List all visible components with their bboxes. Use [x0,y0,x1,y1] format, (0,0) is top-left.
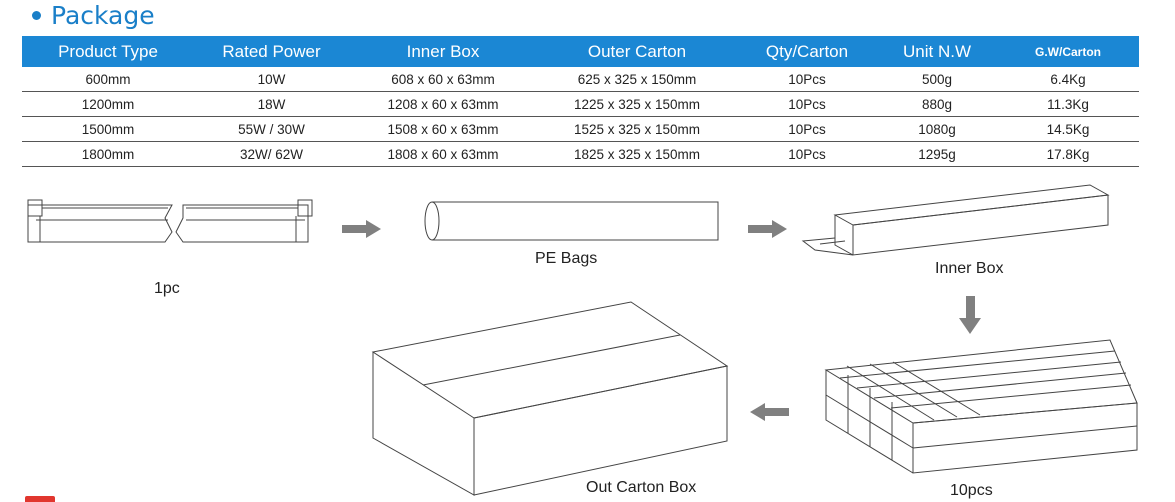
package-spec-table: Product Type Rated Power Inner Box Outer… [22,36,1139,167]
section-heading: Package [32,0,155,30]
table-row: 1500mm 55W / 30W 1508 x 60 x 63mm 1525 x… [22,116,1139,142]
table-cell: 14.5Kg [997,116,1139,142]
table-cell: 11.3Kg [997,91,1139,117]
inner-box-label: Inner Box [935,260,1004,277]
bullet-icon [32,10,41,20]
pe-bags-label: PE Bags [535,250,598,267]
table-cell: 18W [194,91,349,117]
table-cell: 1080g [877,116,997,142]
table-cell: 1295g [877,141,997,167]
table-cell: 10Pcs [737,67,877,92]
table-cell: 1800mm [22,141,194,167]
column-header: Rated Power [194,36,349,67]
arrow-left-icon [750,403,789,421]
table-cell: 1808 x 60 x 63mm [349,141,537,167]
table-cell: 6.4Kg [997,67,1139,92]
column-header: Outer Carton [537,36,737,67]
table-cell: 10Pcs [737,141,877,167]
table-header-row: Product Type Rated Power Inner Box Outer… [22,36,1139,67]
pe-bag-icon [424,201,719,241]
table-row: 1800mm 32W/ 62W 1808 x 60 x 63mm 1825 x … [22,141,1139,167]
table-cell: 1525 x 325 x 150mm [537,116,737,142]
table-cell: 17.8Kg [997,141,1139,167]
arrow-down-icon [959,296,981,334]
table-cell: 600mm [22,67,194,92]
table-cell: 1508 x 60 x 63mm [349,116,537,142]
column-header: Product Type [22,36,194,67]
table-cell: 1225 x 325 x 150mm [537,91,737,117]
column-header: Inner Box [349,36,537,67]
table-cell: 10Pcs [737,116,877,142]
carton-box-icon [371,301,729,496]
table-cell: 1825 x 325 x 150mm [537,141,737,167]
table-cell: 1208 x 60 x 63mm [349,91,537,117]
column-header: G.W/Carton [997,36,1139,67]
table-cell: 500g [877,67,997,92]
table-cell: 32W/ 62W [194,141,349,167]
tube-label: 1pc [154,280,180,297]
boxes-stack-icon [824,339,1138,474]
table-cell: 625 x 325 x 150mm [537,67,737,92]
table-cell: 10Pcs [737,91,877,117]
stack-label: 10pcs [950,482,993,499]
table-row: 1200mm 18W 1208 x 60 x 63mm 1225 x 325 x… [22,91,1139,117]
table-cell: 55W / 30W [194,116,349,142]
arrow-right-icon [342,220,381,238]
table-cell: 1500mm [22,116,194,142]
corner-badge [25,496,55,502]
arrow-right-icon [748,220,787,238]
inner-box-icon [801,184,1110,256]
column-header: Qty/Carton [737,36,877,67]
carton-label: Out Carton Box [586,479,697,496]
table-row: 600mm 10W 608 x 60 x 63mm 625 x 325 x 15… [22,67,1139,92]
led-tube-icon [27,199,313,243]
table-cell: 1200mm [22,91,194,117]
table-cell: 880g [877,91,997,117]
table-cell: 608 x 60 x 63mm [349,67,537,92]
column-header: Unit N.W [877,36,997,67]
section-title: Package [51,0,155,30]
table-cell: 10W [194,67,349,92]
